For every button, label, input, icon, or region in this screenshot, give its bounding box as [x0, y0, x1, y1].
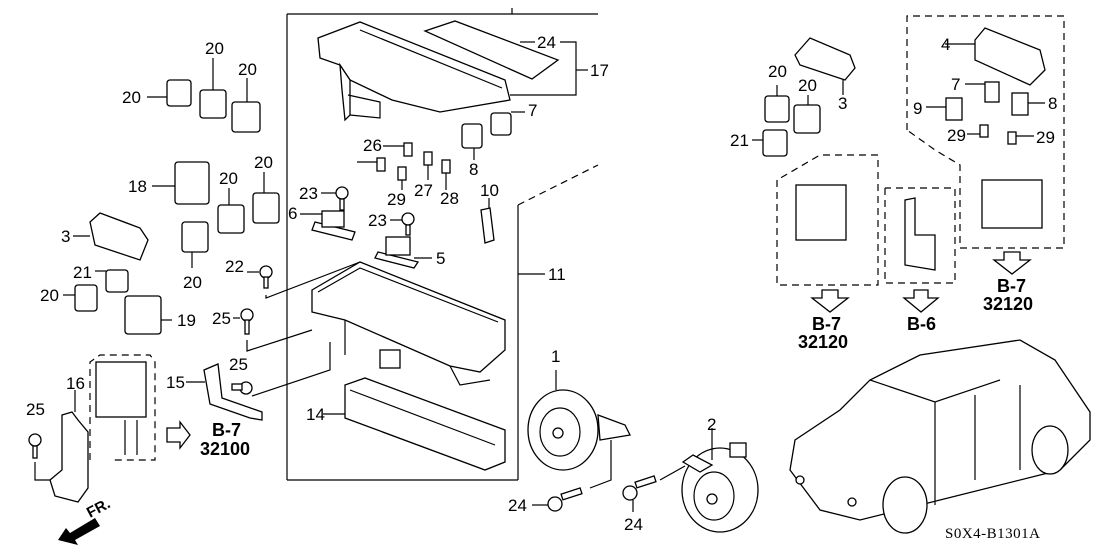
- ref-b7-32120-right: B-7 32120: [983, 276, 1033, 314]
- callout-26: 27: [414, 181, 433, 200]
- callout-23: 24: [624, 515, 643, 534]
- callout-2: 2: [707, 415, 716, 434]
- callout-19: 20: [40, 286, 59, 305]
- fuse-box-cover: [317, 21, 511, 122]
- lower-cover: [323, 377, 506, 471]
- callout-19: 20: [238, 60, 257, 79]
- callout-8: 8: [469, 160, 478, 179]
- callout-3: 3: [838, 94, 847, 113]
- callout-19: 20: [219, 169, 238, 188]
- callout-19: 20: [205, 39, 224, 58]
- bolt-24-b: [231, 342, 331, 397]
- callout-19: 20: [798, 76, 817, 95]
- callout-5: 5: [436, 249, 445, 268]
- ref-line1: B-7: [212, 420, 241, 440]
- callout-27: 28: [440, 189, 459, 208]
- callout-10: 10: [480, 181, 499, 200]
- callout-labels: 20 20 20 18 20 20 3 20 21 20 19 22 25 25…: [26, 33, 1057, 534]
- relay-bracket-6: [300, 210, 356, 241]
- callout-24: 25: [26, 400, 45, 419]
- bolt-23-b: [622, 465, 686, 512]
- sub-fuse-box-left: [73, 212, 149, 261]
- callout-20: 21: [73, 263, 92, 282]
- callout-11: 11: [548, 265, 566, 284]
- connector-right: [795, 179, 1043, 271]
- ref-b7-32100: B-7 32100: [200, 420, 250, 459]
- van-illustration: [789, 339, 1091, 534]
- callout-3: 3: [61, 227, 70, 246]
- ref-arrows-right: [810, 251, 1032, 313]
- fuses-right: [926, 81, 1045, 145]
- callout-15: 14: [306, 405, 325, 424]
- callout-14: 17: [590, 61, 609, 80]
- callout-22: 23: [368, 211, 387, 230]
- ref-line2: 32120: [983, 294, 1033, 314]
- callout-20: 21: [730, 131, 749, 150]
- ref-line1: B-7: [997, 276, 1026, 296]
- callout-24: 25: [212, 309, 231, 328]
- connector-left: [89, 354, 156, 461]
- callout-9: 9: [913, 99, 922, 118]
- screw-22-upper: [321, 186, 349, 211]
- assembly-frame: [286, 8, 599, 481]
- ref-arrow-32100: [166, 420, 191, 450]
- ref-b7-32120-left: B-7 32120: [798, 314, 848, 352]
- ref-line1: B-6: [907, 314, 936, 334]
- callout-19: 20: [122, 88, 141, 107]
- bolt-21: [247, 261, 361, 299]
- drawing-code: S0X4-B1301A: [945, 526, 1041, 542]
- callout-19: 20: [183, 273, 202, 292]
- callout-4: 4: [941, 35, 950, 54]
- ref-b6: B-6: [907, 314, 936, 334]
- ref-line1: B-7: [812, 314, 841, 334]
- callout-28: 29: [947, 126, 966, 145]
- fuse-box-body: [311, 261, 506, 386]
- bolt-23-a: [532, 487, 583, 512]
- callout-1: 1: [551, 347, 560, 366]
- callout-19: 20: [254, 153, 273, 172]
- callout-21: 22: [225, 257, 244, 276]
- callout-13: 16: [66, 374, 85, 393]
- relay-bracket-5: [374, 236, 432, 269]
- horn-2: [681, 428, 759, 533]
- bolt-24-a: [233, 308, 313, 352]
- callout-7: 7: [528, 101, 537, 120]
- maxi-fuse-7: [490, 111, 525, 136]
- callout-25: 26: [363, 136, 382, 155]
- sub-fuse-box-right: [794, 37, 856, 95]
- mini-fuses: [357, 142, 451, 190]
- callout-6: 6: [288, 204, 297, 223]
- fuse-puller: [480, 198, 495, 244]
- screw-22-lower: [390, 212, 415, 236]
- callout-23: 24: [508, 496, 527, 515]
- callout-12: 15: [166, 373, 185, 392]
- callout-24: 25: [229, 355, 248, 374]
- front-direction-label: FR.: [84, 495, 113, 521]
- callout-28: 29: [387, 190, 406, 209]
- bracket-13: [49, 390, 89, 503]
- callout-17: 18: [128, 177, 147, 196]
- ref-line2: 32100: [200, 439, 250, 459]
- relays-left: [63, 58, 280, 335]
- bracket-12: [186, 363, 263, 421]
- maxi-fuse-8: [461, 123, 483, 160]
- relays-right: [752, 85, 821, 157]
- bolt-24-c: [28, 433, 60, 481]
- label-sticker: [423, 20, 560, 80]
- horn-1: [527, 370, 631, 489]
- callout-28: 29: [1036, 128, 1055, 147]
- connector-group-dashed: [776, 15, 1065, 286]
- front-direction-arrow: [58, 518, 100, 545]
- callout-7: 7: [951, 75, 960, 94]
- callout-18: 19: [177, 311, 196, 330]
- callout-19: 20: [768, 62, 787, 81]
- callout-22: 23: [299, 184, 318, 203]
- callout-16: 24: [537, 33, 556, 52]
- ref-line2: 32120: [798, 332, 848, 352]
- callout-8: 8: [1048, 94, 1057, 113]
- fuse-box-4: [945, 27, 1046, 86]
